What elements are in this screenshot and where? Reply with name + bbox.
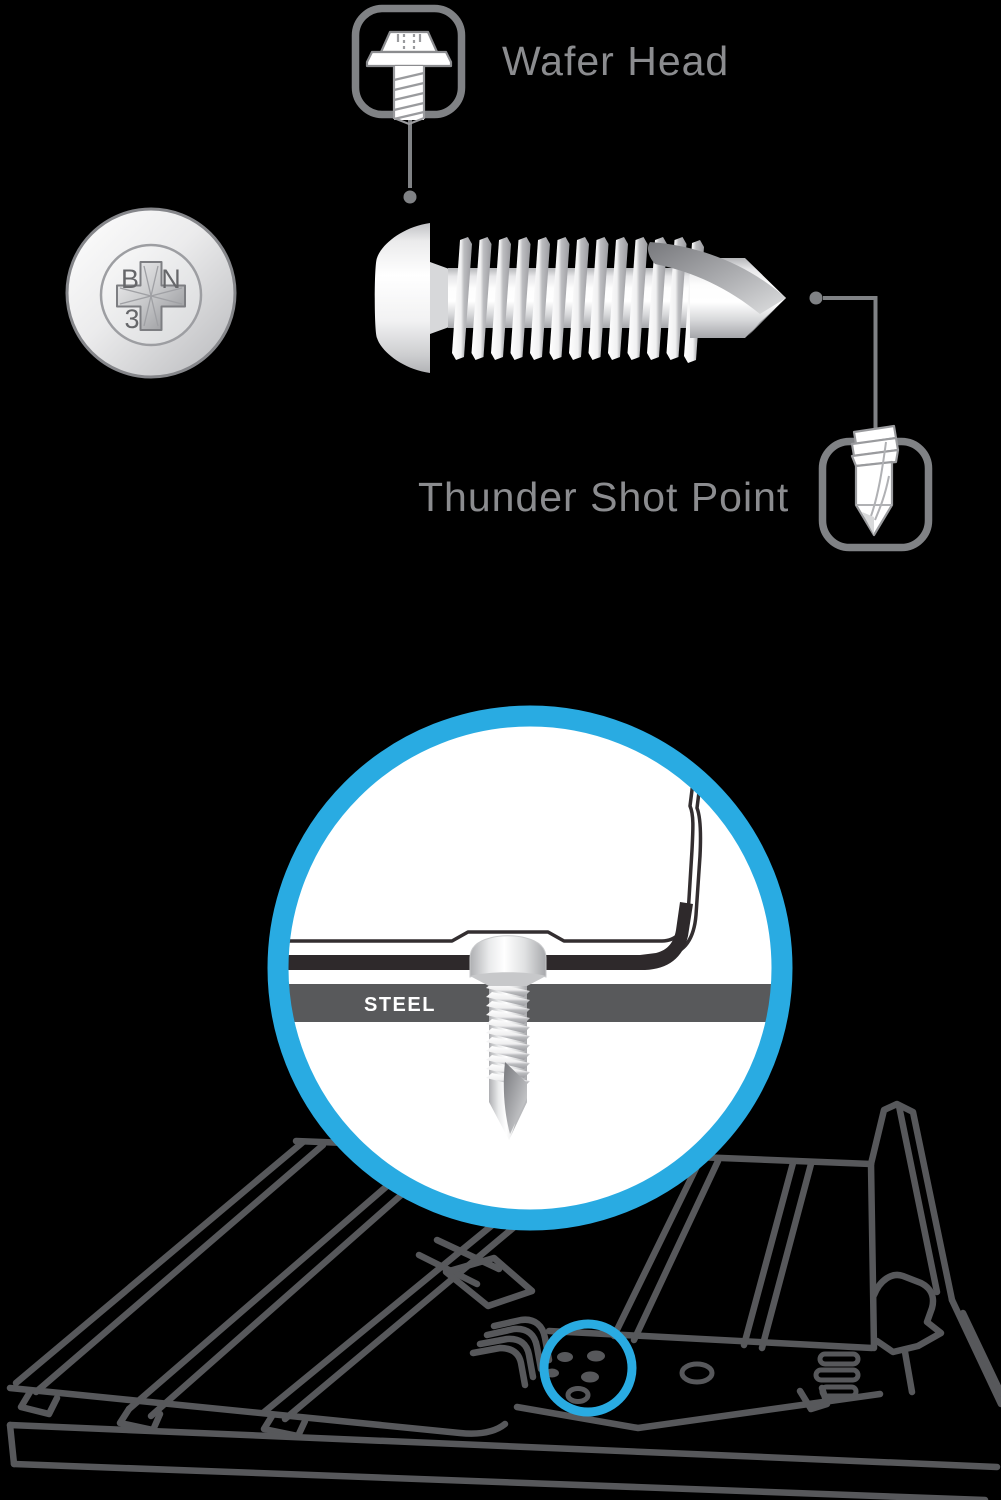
base-beam <box>6 1421 1001 1500</box>
panel-near-edge <box>6 1384 509 1437</box>
thunder-shot-point-label: Thunder Shot Point <box>418 474 790 520</box>
leader-dot-head <box>403 190 417 204</box>
thunder-shot-point <box>647 242 786 338</box>
head-stamp-3: 3 <box>124 304 139 334</box>
thunder-shot-point-icon <box>818 424 933 552</box>
fastener-holes <box>545 1350 605 1383</box>
cross-section-detail-circle: STEEL <box>267 705 793 1231</box>
head-stamp-b: B <box>121 264 139 294</box>
screw-head-side <box>374 223 430 373</box>
fastener-hole-highlight-circle <box>539 1319 637 1417</box>
clip-strip <box>545 1327 876 1352</box>
detail-circle-ring <box>267 705 793 1231</box>
wafer-head-label: Wafer Head <box>502 38 730 84</box>
leader-dot-point <box>809 291 823 305</box>
wafer-head-icon <box>351 4 466 126</box>
phillips-cross-recess-icon <box>116 261 186 331</box>
screw-head-section <box>469 935 547 978</box>
screw-side-view <box>374 223 786 373</box>
screw-in-steel <box>469 935 547 1140</box>
head-stamp-n: N <box>161 264 181 294</box>
clip-oval-hole <box>679 1361 715 1385</box>
steel-label: STEEL <box>364 994 436 1016</box>
leader-lines <box>408 118 878 441</box>
steel-bar <box>284 984 776 1022</box>
standing-seam <box>867 1100 1001 1408</box>
screw-head-front-view: B N 3 <box>65 207 237 379</box>
